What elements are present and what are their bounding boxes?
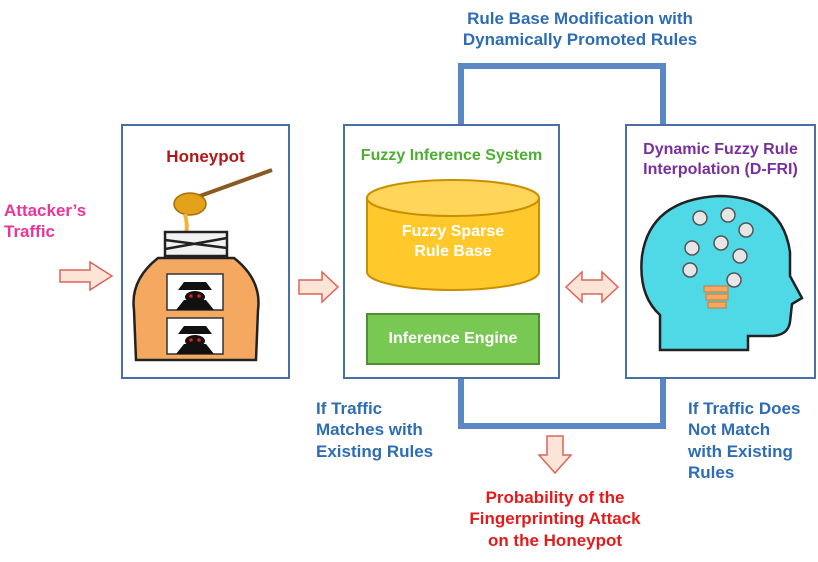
match-note: If Traffic Matches with Existing Rules — [316, 399, 434, 461]
dfri-title: Dynamic Fuzzy Rule Interpolation (D-FRI) — [643, 141, 798, 178]
inference-engine-box — [366, 313, 540, 365]
bottom-connector — [458, 378, 666, 429]
honeypot-title: Honeypot — [166, 147, 245, 166]
honeypot-to-fis-arrow — [298, 270, 340, 304]
input-arrow — [59, 260, 114, 292]
output-arrow — [537, 435, 573, 475]
inference-engine-label: Inference Engine — [388, 330, 518, 347]
no-match-note: If Traffic Does Not Match with Existing … — [688, 399, 801, 482]
top-connector — [458, 63, 666, 124]
rule-base-label: Fuzzy Sparse Rule Base — [401, 223, 505, 260]
fis-dfri-bidirectional-arrow — [564, 270, 620, 304]
rule-promotion-note: Rule Base Modification with Dynamically … — [462, 9, 698, 50]
fis-title: Fuzzy Inference System — [360, 147, 543, 164]
attacker-traffic-label: Attacker’s Traffic — [4, 201, 87, 242]
output-label: Probability of the Fingerprinting Attack… — [469, 488, 641, 550]
